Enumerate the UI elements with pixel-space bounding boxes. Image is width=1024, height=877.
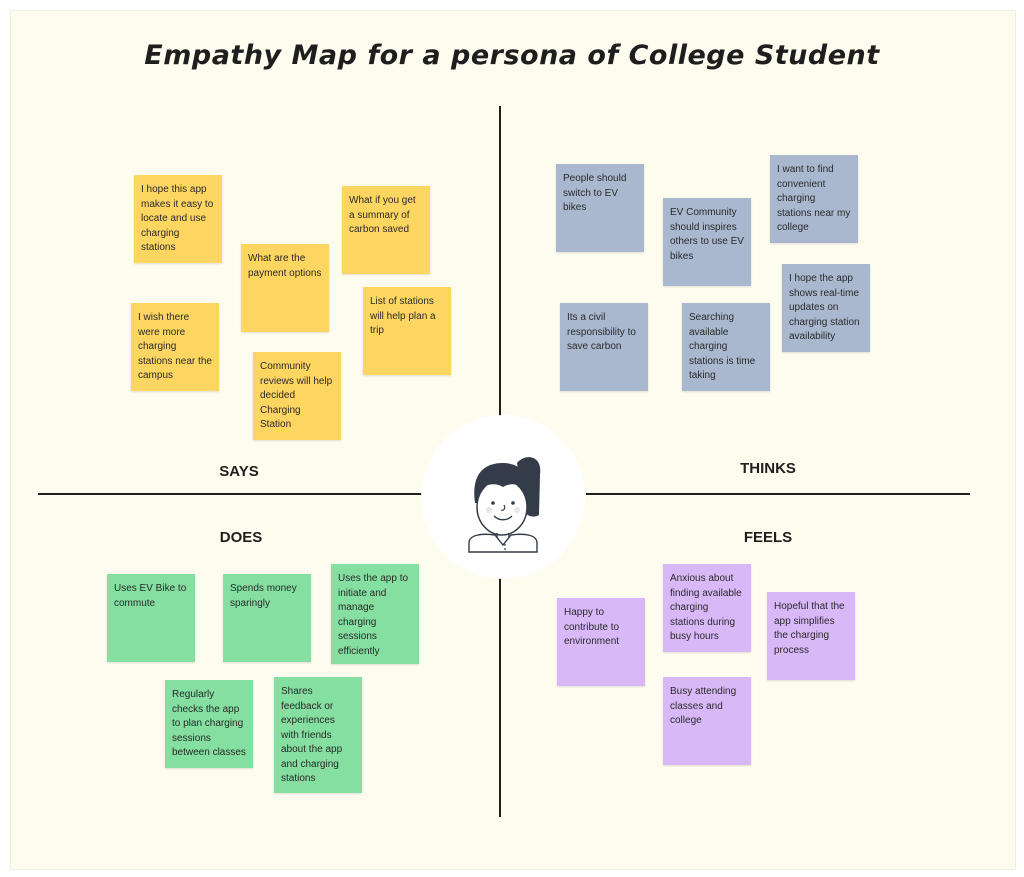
- map-title: Empathy Map for a persona of College Stu…: [144, 40, 880, 71]
- sticky-note-thinks[interactable]: EV Community should inspires others to u…: [663, 198, 751, 286]
- sticky-note-says[interactable]: I hope this app makes it easy to locate …: [134, 175, 222, 263]
- persona-avatar: [421, 415, 585, 579]
- sticky-note-thinks[interactable]: Its a civil responsibility to save carbo…: [560, 303, 648, 391]
- sticky-note-says[interactable]: Community reviews will help decided Char…: [253, 352, 341, 440]
- sticky-note-thinks[interactable]: I hope the app shows real-time updates o…: [782, 264, 870, 352]
- sticky-note-thinks[interactable]: I want to find convenient charging stati…: [770, 155, 858, 243]
- sticky-note-does[interactable]: Uses the app to initiate and manage char…: [331, 564, 419, 664]
- does-label: DOES: [219, 529, 263, 546]
- sticky-note-does[interactable]: Regularly checks the app to plan chargin…: [165, 680, 253, 768]
- sticky-note-says[interactable]: List of stations will help plan a trip: [363, 287, 451, 375]
- thinks-label: THINKS: [740, 460, 796, 477]
- sticky-note-does[interactable]: Uses EV Bike to commute: [107, 574, 195, 662]
- horizontal-divider-right: [586, 493, 970, 495]
- sticky-note-says[interactable]: What are the payment options: [241, 244, 329, 332]
- sticky-note-feels[interactable]: Hopeful that the app simplifies the char…: [767, 592, 855, 680]
- sticky-note-does[interactable]: Shares feedback or experiences with frie…: [274, 677, 362, 793]
- student-persona-icon: [468, 457, 541, 553]
- sticky-note-feels[interactable]: Busy attending classes and college: [663, 677, 751, 765]
- feels-label: FEELS: [743, 529, 793, 546]
- sticky-note-says[interactable]: I wish there were more charging stations…: [131, 303, 219, 391]
- sticky-note-thinks[interactable]: People should switch to EV bikes: [556, 164, 644, 252]
- sticky-note-says[interactable]: What if you get a summary of carbon save…: [342, 186, 430, 274]
- sticky-note-thinks[interactable]: Searching available charging stations is…: [682, 303, 770, 391]
- says-label: SAYS: [219, 463, 259, 480]
- sticky-note-feels[interactable]: Happy to contribute to environment: [557, 598, 645, 686]
- sticky-note-feels[interactable]: Anxious about finding available charging…: [663, 564, 751, 652]
- horizontal-divider-left: [38, 493, 422, 495]
- sticky-note-does[interactable]: Spends money sparingly: [223, 574, 311, 662]
